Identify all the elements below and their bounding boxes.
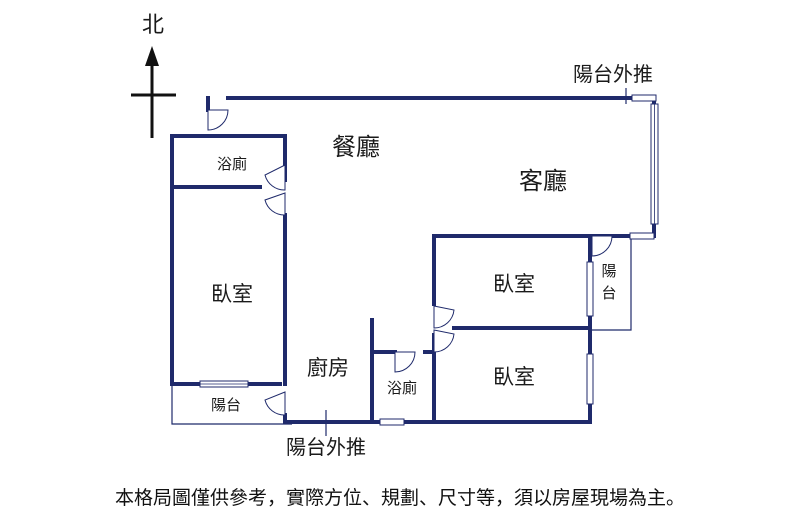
windows <box>199 94 659 426</box>
annotation-balcony-push-out-top: 陽台外推 <box>573 62 653 86</box>
room-label-balcony-left: 陽台 <box>211 396 241 414</box>
annotation-balcony-push-out-bottom: 陽台外推 <box>286 435 366 459</box>
room-label-balcony-right-1: 陽 <box>601 262 616 280</box>
room-label-bathroom-top: 浴廁 <box>217 155 247 173</box>
floor-plan: 北 <box>131 13 659 459</box>
room-label-living: 客廳 <box>519 167 567 195</box>
disclaimer-text: 本格局圖僅供參考，實際方位、規劃、尺寸等，須以房屋現場為主。 <box>114 487 685 509</box>
north-arrow <box>131 46 176 138</box>
room-label-bedroom-left: 臥室 <box>211 282 253 306</box>
right-balcony-outline <box>590 234 632 331</box>
left-balcony-outline <box>171 384 292 425</box>
walls <box>170 96 656 424</box>
room-label-bedroom-right-bottom: 臥室 <box>493 365 535 389</box>
room-label-dining: 餐廳 <box>332 133 380 161</box>
north-label: 北 <box>142 13 164 38</box>
room-label-kitchen: 廚房 <box>307 356 349 380</box>
room-label-balcony-right-2: 台 <box>601 284 616 302</box>
doors <box>207 109 613 416</box>
room-label-bathroom-bottom: 浴廁 <box>387 379 417 397</box>
room-label-bedroom-right-top: 臥室 <box>493 272 535 296</box>
